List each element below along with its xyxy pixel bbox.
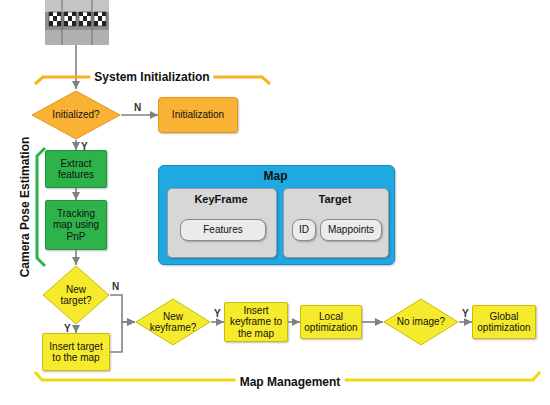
flow-arrow — [110, 295, 135, 322]
process-box: Insert target to the map — [42, 333, 110, 371]
section-label: Map Management — [236, 375, 345, 389]
node-text: ID — [299, 224, 309, 236]
flow-arrow — [288, 321, 300, 323]
node-text: Features — [203, 224, 242, 236]
decision-diamond: No image? — [383, 298, 459, 346]
edge-label: N — [134, 102, 141, 113]
input-arrow — [75, 45, 77, 89]
section-label: Camera Pose Estimation — [18, 133, 32, 282]
flow-arrow — [75, 250, 77, 265]
flow-arrow — [75, 140, 77, 150]
edge-label: Y — [214, 308, 221, 319]
process-box: Local optimization — [300, 305, 362, 339]
flow-arrow — [121, 114, 158, 116]
diamond-shape — [136, 299, 210, 345]
node-text: Initialized? — [52, 109, 99, 121]
camera-image — [45, 0, 109, 45]
section-bracket — [37, 148, 45, 266]
field-pill: ID — [292, 219, 316, 241]
diamond-shape — [32, 91, 120, 139]
process-box: Initialization — [158, 97, 238, 133]
flow-arrow — [362, 321, 383, 323]
field-pill: Mappoints — [320, 219, 382, 241]
node-text: Map — [159, 170, 392, 184]
process-box: Global optimization — [472, 305, 536, 339]
process-box: Insert keyframe to the map — [224, 302, 288, 342]
node-text: Insert keyframe to the map — [226, 305, 286, 340]
node-text: New target? — [52, 284, 101, 307]
flow-arrow — [110, 322, 135, 352]
node-text: Tracking map using PnP — [47, 208, 105, 243]
target-box: TargetID Mappoints — [283, 188, 389, 258]
node-text: New keyframe? — [146, 311, 201, 334]
section-label: System Initialization — [90, 70, 213, 84]
flow-arrow — [75, 188, 77, 200]
process-box: Tracking map using PnP — [45, 200, 107, 250]
map-container: MapKeyFrameFeatures TargetID Mappoints — [158, 165, 395, 265]
flow-arrow — [459, 321, 472, 323]
node-text: Target — [284, 193, 386, 206]
process-box: Extract features — [45, 150, 107, 188]
node-text: Initialization — [172, 109, 224, 121]
edge-label: N — [112, 281, 119, 292]
node-text: Insert target to the map — [44, 341, 108, 364]
edge-label: Y — [64, 323, 71, 334]
decision-diamond: Initialized? — [31, 90, 121, 140]
decision-diamond: New keyframe? — [135, 298, 211, 346]
keyframe-box: KeyFrameFeatures — [167, 188, 277, 258]
node-text: KeyFrame — [168, 193, 274, 206]
edge-label: Y — [81, 141, 88, 152]
flow-arrow — [211, 321, 224, 323]
diamond-shape — [43, 266, 109, 324]
node-text: No image? — [397, 316, 445, 328]
node-text: Extract features — [47, 158, 105, 181]
node-text: Local optimization — [302, 311, 360, 334]
field-pill: Features — [180, 219, 266, 241]
node-text: Mappoints — [328, 224, 374, 236]
node-text: Global optimization — [474, 311, 534, 334]
decision-diamond: New target? — [42, 265, 110, 325]
diamond-shape — [384, 299, 458, 345]
edge-label: Y — [462, 308, 469, 319]
flow-arrow — [75, 325, 77, 333]
